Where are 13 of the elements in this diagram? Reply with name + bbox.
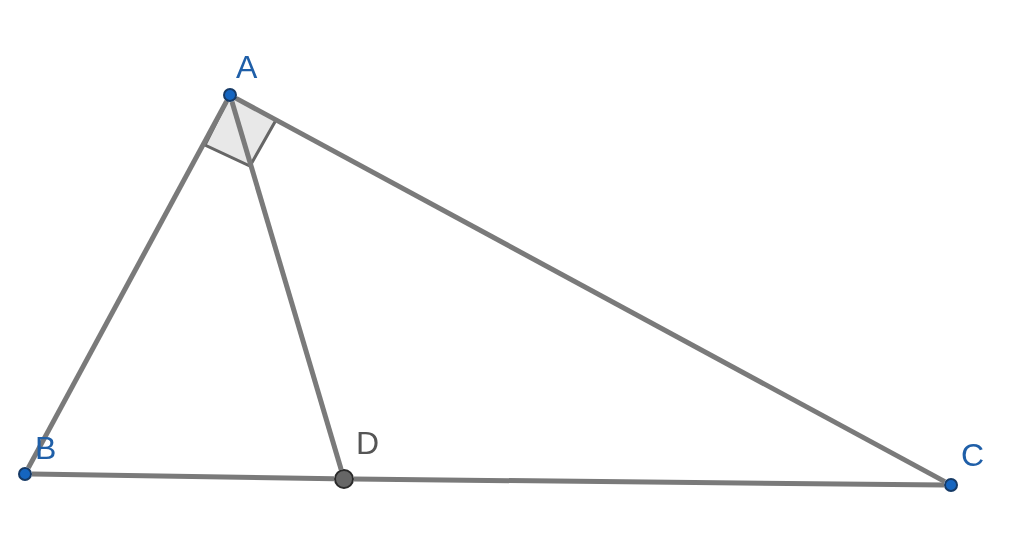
line-segment [26,99,229,470]
line-segment [353,476,945,488]
point-label: B [35,432,57,464]
point [18,467,32,481]
point-label: A [236,51,258,83]
point-label: D [356,427,380,459]
line-segment [31,471,335,482]
line-segment [234,96,947,484]
line-segment [229,101,344,471]
point [334,469,354,489]
point [944,478,958,492]
point [223,88,237,102]
point-label: C [961,439,985,471]
